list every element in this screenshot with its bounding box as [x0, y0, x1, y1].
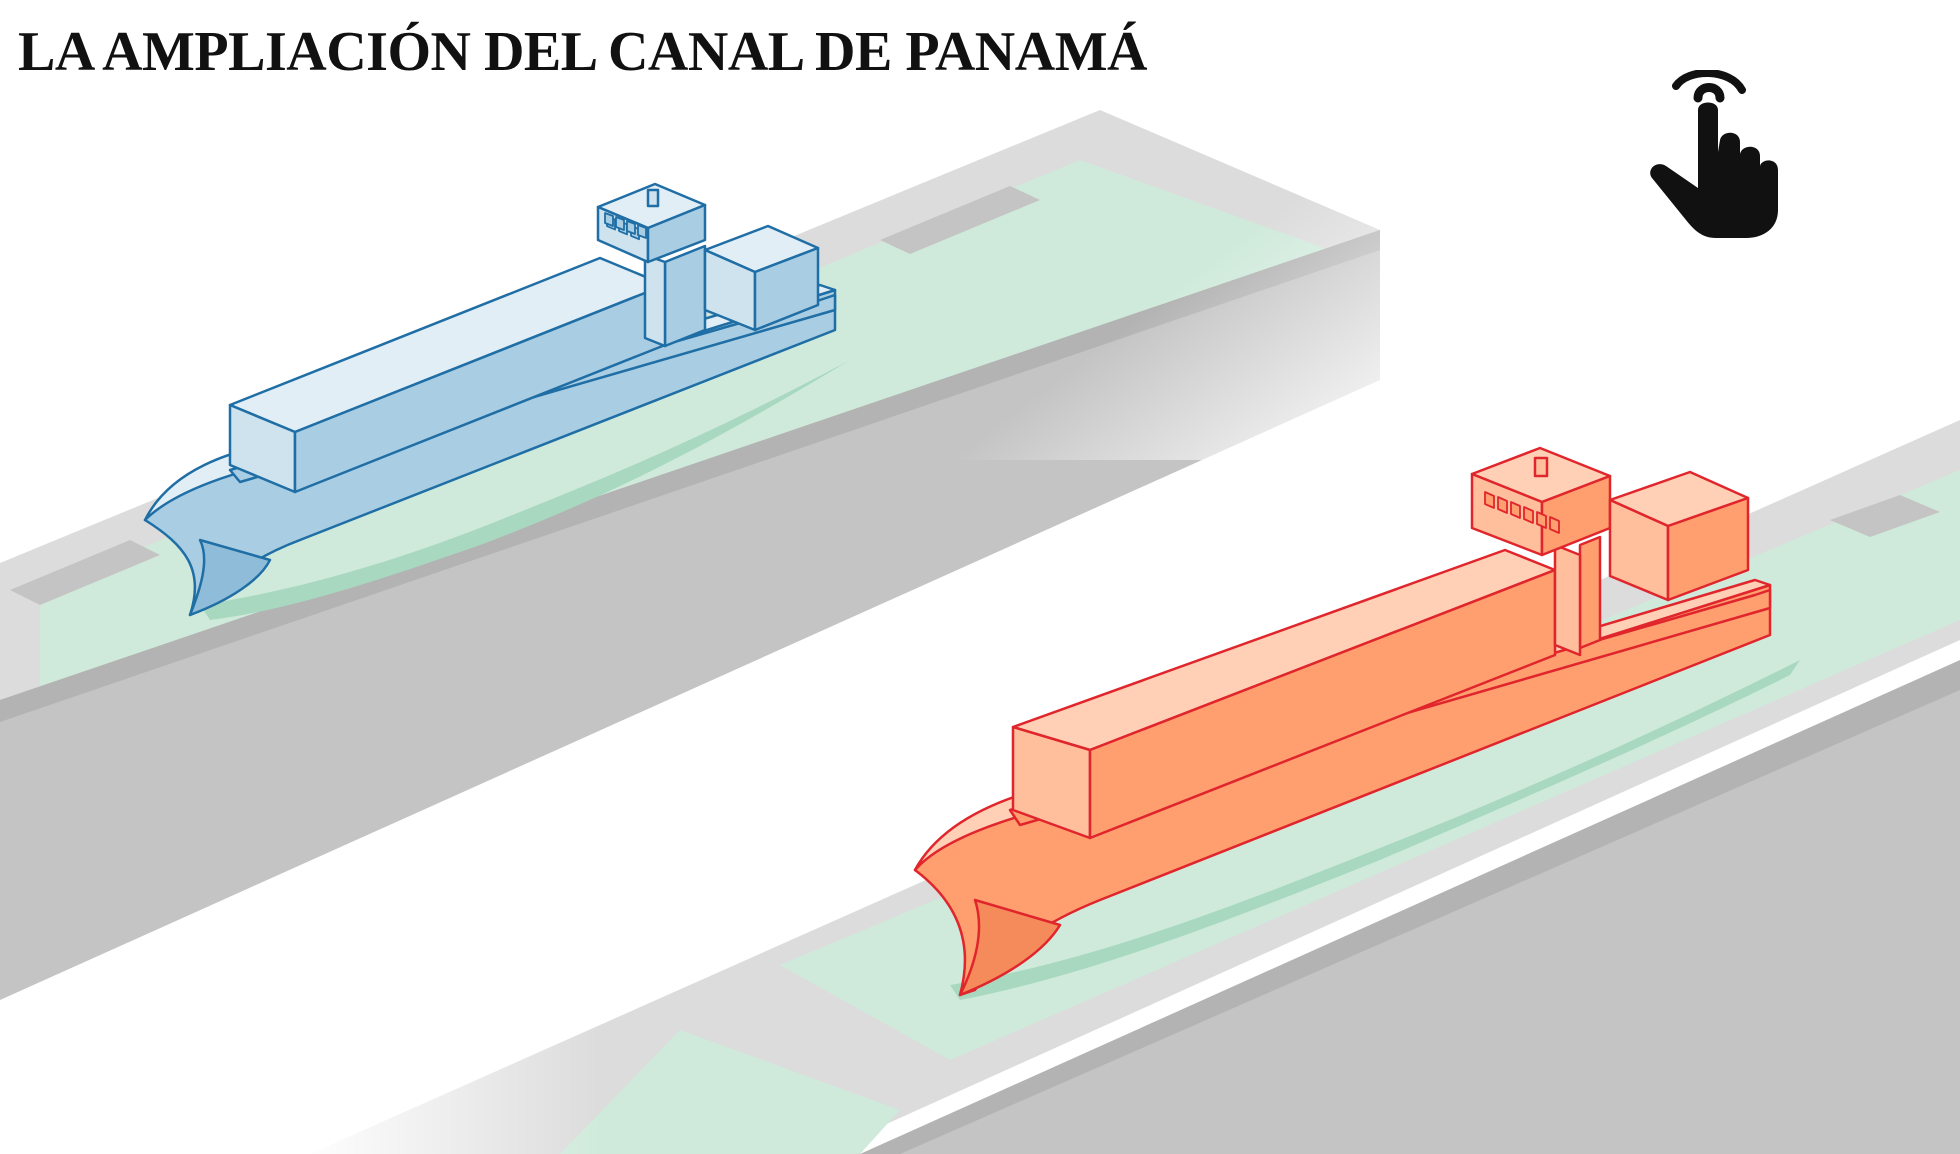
new-ship — [604, 212, 1800, 1000]
old-ship-mast — [646, 188, 660, 208]
new-ship-container-side — [1088, 568, 1557, 840]
old-ship-bow — [188, 538, 272, 617]
old-ship-wake — [200, 360, 850, 620]
lower-lock-front-edge — [860, 660, 1960, 1154]
old-ship — [143, 182, 850, 620]
old-ship-stern-side — [753, 246, 820, 332]
new-ship-mast — [1533, 456, 1549, 478]
hand-pointer-icon — [1650, 69, 1778, 238]
new-ship-bow — [958, 898, 1062, 997]
old-ship-bridge-front — [643, 253, 667, 348]
upper-lock — [0, 80, 1400, 1000]
new-ship-stern-side — [1666, 496, 1750, 602]
old-ship-window-row — [604, 212, 647, 239]
new-ship-bridge-front — [1553, 543, 1582, 657]
page-title: LA AMPLIACIÓN DEL CANAL DE PANAMÁ — [18, 21, 1147, 83]
lower-lock-divider — [1830, 495, 1940, 537]
upper-lock-divider — [10, 540, 160, 605]
lower-lock-water-left — [560, 1030, 900, 1154]
new-ship-bridge-side — [1578, 535, 1602, 650]
tap-hand-icon[interactable] — [1636, 69, 1806, 240]
old-ship-bridge-cabin-side — [646, 203, 707, 264]
old-ship-bridge-side — [663, 244, 707, 348]
new-ship-windows — [1484, 491, 1560, 534]
